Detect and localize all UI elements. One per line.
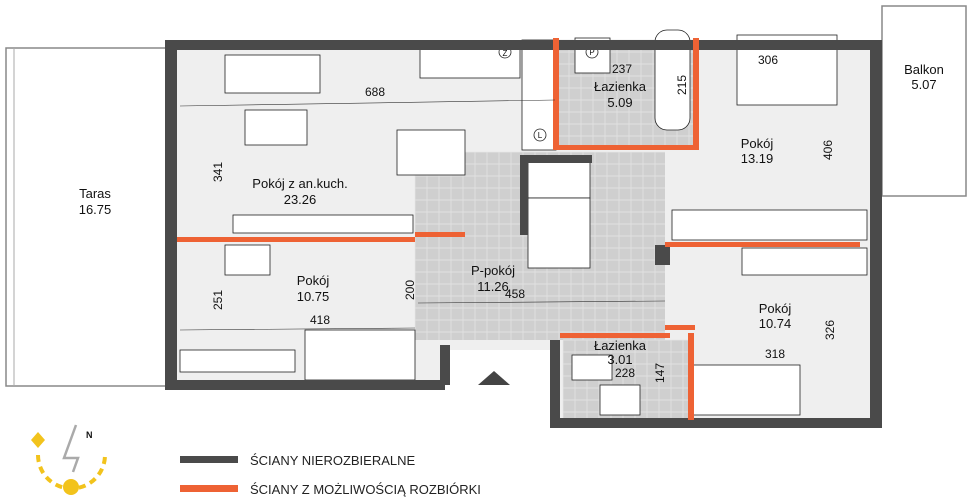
- svg-text:ŚCIANY Z MOŻLIWOŚCIĄ ROZBIÓRKI: ŚCIANY Z MOŻLIWOŚCIĄ ROZBIÓRKI: [250, 482, 481, 497]
- entrance-arrow-icon: [478, 371, 510, 385]
- svg-text:5.09: 5.09: [607, 95, 632, 110]
- legend-item-removable: ŚCIANY Z MOŻLIWOŚCIĄ ROZBIÓRKI: [180, 482, 481, 497]
- svg-text:200: 200: [403, 280, 417, 300]
- room-bedroom-ne: 306 Pokój 13.19 406: [741, 53, 835, 166]
- svg-text:13.19: 13.19: [741, 151, 774, 166]
- svg-text:458: 458: [505, 287, 525, 301]
- washer-icon: P: [589, 48, 594, 57]
- svg-text:237: 237: [612, 62, 632, 76]
- svg-text:251: 251: [211, 290, 225, 310]
- room-bathroom-2: Łazienka 3.01 228 147: [594, 338, 667, 383]
- svg-text:11.26: 11.26: [477, 279, 509, 294]
- svg-text:N: N: [86, 430, 93, 440]
- svg-text:306: 306: [758, 53, 778, 67]
- svg-text:23.26: 23.26: [284, 192, 317, 207]
- svg-text:Pokój: Pokój: [297, 273, 330, 288]
- svg-text:228: 228: [615, 366, 635, 380]
- svg-text:3.01: 3.01: [607, 352, 632, 367]
- svg-text:418: 418: [310, 313, 330, 327]
- svg-text:Balkon: Balkon: [904, 62, 944, 77]
- room-bathroom-1: 237 Łazienka 5.09 215: [594, 62, 689, 110]
- room-living-kitchen: Pokój z an.kuch. 23.26 688 341: [179, 85, 556, 207]
- svg-text:Taras: Taras: [79, 186, 111, 201]
- legend-item-structural: ŚCIANY NIEROZBIERALNE: [180, 453, 416, 468]
- room-taras: Taras 16.75: [79, 186, 112, 217]
- load-bearing-walls: [165, 40, 882, 428]
- svg-text:5.07: 5.07: [911, 77, 936, 92]
- svg-text:Pokój: Pokój: [759, 301, 792, 316]
- svg-text:147: 147: [653, 363, 667, 383]
- svg-text:ŚCIANY NIEROZBIERALNE: ŚCIANY NIEROZBIERALNE: [250, 453, 416, 468]
- svg-text:341: 341: [211, 162, 225, 182]
- svg-text:688: 688: [365, 85, 385, 99]
- svg-text:318: 318: [765, 347, 785, 361]
- fridge-icon: Z: [503, 49, 508, 58]
- terrace-area: [5, 47, 167, 387]
- dishwasher-icon: L: [538, 131, 543, 140]
- svg-text:Pokój z an.kuch.: Pokój z an.kuch.: [252, 176, 347, 191]
- furniture: [179, 29, 868, 416]
- svg-text:326: 326: [823, 320, 837, 340]
- room-hall: P-pokój 11.26 458 200: [403, 263, 666, 304]
- svg-text:Łazienka: Łazienka: [594, 79, 647, 94]
- svg-text:Łazienka: Łazienka: [594, 338, 647, 353]
- balcony-area: [881, 5, 967, 197]
- svg-text:10.75: 10.75: [297, 289, 330, 304]
- svg-text:406: 406: [821, 140, 835, 160]
- svg-text:P-pokój: P-pokój: [471, 263, 515, 278]
- room-balkon: Balkon 5.07: [904, 62, 944, 92]
- removable-walls: [177, 38, 860, 420]
- svg-text:215: 215: [675, 75, 689, 95]
- svg-text:Pokój: Pokój: [741, 136, 774, 151]
- compass-icon: N: [31, 424, 107, 495]
- svg-text:10.74: 10.74: [759, 316, 792, 331]
- svg-text:16.75: 16.75: [79, 202, 112, 217]
- room-bedroom-sw: Pokój 10.75 418 251: [179, 273, 416, 331]
- room-bedroom-se: Pokój 10.74 318 326: [759, 301, 837, 361]
